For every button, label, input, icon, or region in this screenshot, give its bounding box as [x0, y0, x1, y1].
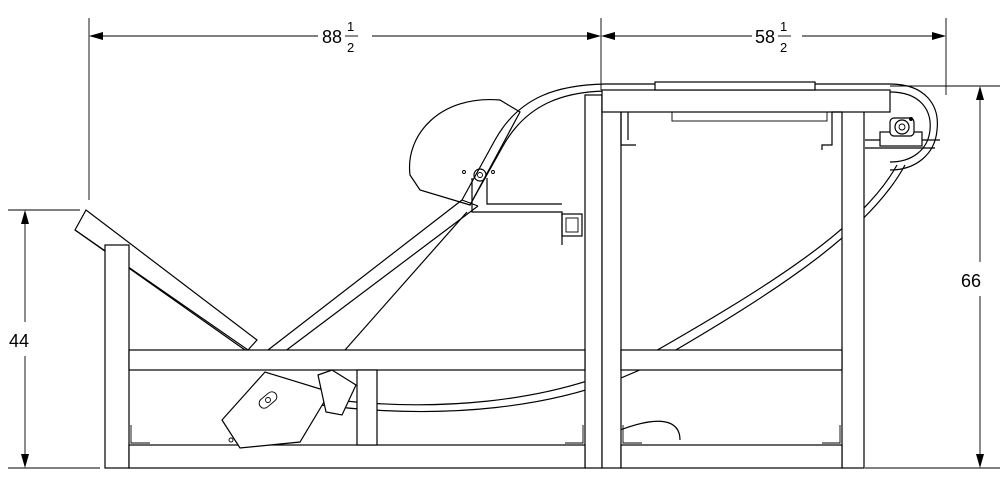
frame-post-center-a — [584, 94, 603, 469]
arrowhead — [587, 32, 601, 40]
dimension-value-denominator: 2 — [347, 40, 354, 55]
incline-rail-cap — [461, 199, 479, 207]
base-bracket — [822, 425, 841, 444]
pivot-bracket — [462, 168, 583, 245]
dimension-value: 66 — [961, 271, 981, 291]
arrowhead — [932, 32, 946, 40]
incline-rail-lower — [344, 211, 468, 351]
incline-rail-upper — [267, 199, 463, 351]
incline-conveyor — [267, 199, 479, 356]
dimension-left-height: 44 — [8, 209, 100, 469]
arrowhead — [601, 32, 615, 40]
incline-rail-upper-inner — [279, 205, 479, 356]
motor-bolt — [265, 397, 271, 403]
pivot-hole — [462, 170, 466, 174]
arrowhead — [976, 86, 984, 100]
arrowhead — [976, 454, 984, 468]
arrowhead — [21, 454, 29, 468]
main-frame — [104, 81, 891, 469]
belt-top-outer — [461, 83, 890, 201]
dimension-top-right: 58 1 2 — [601, 18, 947, 95]
loading-tray-body — [74, 209, 258, 351]
vertical-brace — [356, 369, 378, 446]
mount-plate — [561, 213, 583, 237]
frame-post-left — [104, 244, 130, 469]
grease-fitting — [909, 117, 913, 121]
deck-bracket-right — [821, 111, 842, 150]
cross-rail-right — [620, 349, 843, 371]
belt-top-inner — [469, 90, 855, 206]
mount-plate-inner — [565, 217, 579, 233]
base-rail-left — [128, 444, 586, 469]
arrowhead — [21, 210, 29, 224]
base-bracket — [130, 425, 150, 444]
dimension-value-whole: 88 — [322, 27, 342, 47]
tail-pulley — [865, 117, 940, 149]
under-deck-channel — [671, 111, 828, 122]
base-bracket — [565, 425, 584, 444]
dimension-value-numerator: 1 — [780, 19, 787, 34]
motor-housing — [221, 371, 331, 449]
pivot-hole — [491, 170, 495, 174]
motor-coupling — [317, 369, 357, 416]
hopper-dome — [408, 99, 521, 206]
motor-bolt — [228, 437, 234, 443]
belt-tail-wrap — [889, 83, 938, 171]
frame-post-right — [841, 94, 865, 469]
top-deck-plate — [654, 81, 816, 91]
base-rail-right — [620, 444, 843, 469]
cross-rail-left — [128, 349, 586, 371]
top-deck — [601, 89, 891, 113]
deck-bracket-left — [620, 112, 636, 146]
base-bracket — [622, 425, 642, 444]
belt-tail-wrap-inner — [889, 91, 931, 163]
motor-slot — [258, 391, 278, 409]
dimension-value-denominator: 2 — [780, 40, 787, 55]
pivot-pin-center — [477, 172, 483, 178]
dimension-top-left: 88 1 2 — [88, 18, 602, 200]
loading-tray — [74, 209, 258, 351]
belt-slack — [619, 420, 681, 441]
drive-motor — [221, 369, 357, 449]
arrowhead — [89, 32, 103, 40]
dimension-value: 44 — [9, 331, 29, 351]
loading-tray-lip — [74, 229, 246, 351]
frame-post-center-b — [601, 94, 622, 469]
tail-shaft-center — [898, 123, 906, 131]
pivot-bracket-body — [471, 178, 563, 245]
pivot-pin — [473, 168, 487, 182]
dimension-value-numerator: 1 — [347, 19, 354, 34]
tail-shaft — [894, 119, 910, 135]
dimension-value-whole: 58 — [755, 27, 775, 47]
